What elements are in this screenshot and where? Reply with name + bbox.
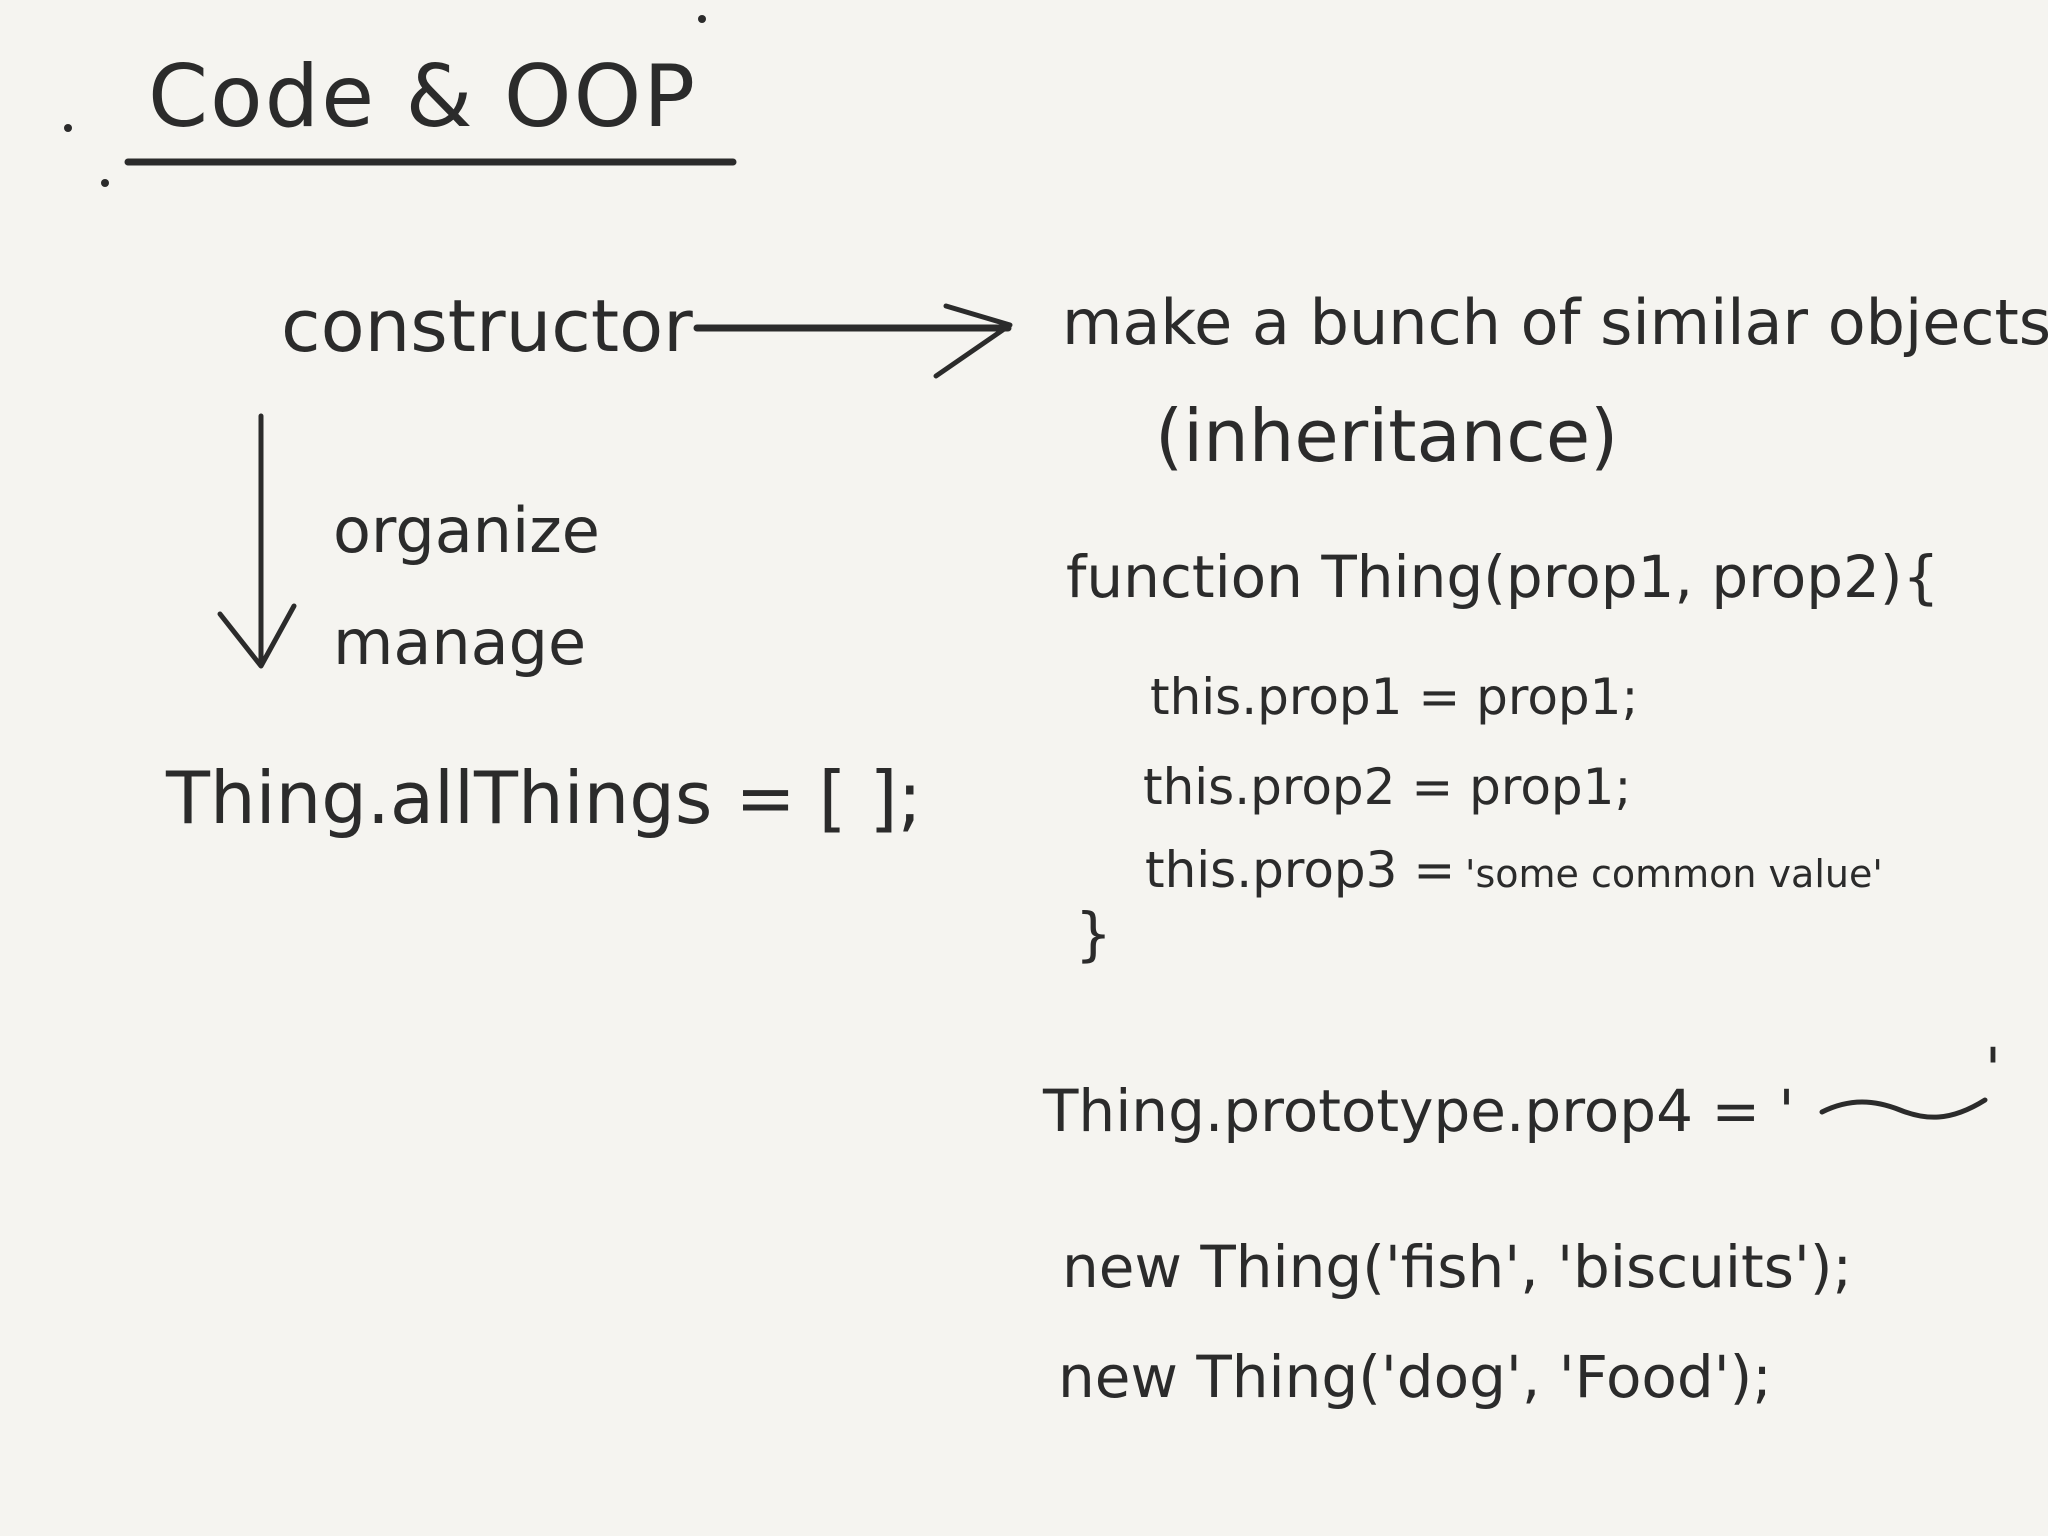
right-arrow-head [933,303,1013,379]
page-title: Code & OOP [148,47,698,147]
manage-label: manage [333,606,587,679]
constructor-label: constructor [281,284,693,368]
closing-brace: } [1075,900,1112,968]
prototype-statement: Thing.prototype.prop4 = ' [1043,1077,1795,1145]
function-declaration: function Thing(prop1, prop2){ [1066,543,1940,611]
new-thing-statement-2: new Thing('dog', 'Food'); [1058,1343,1772,1411]
make-objects-label: make a bunch of similar objects [1062,286,2048,359]
inheritance-label: (inheritance) [1155,394,1619,478]
prototype-closing-quote: ' [1985,1035,2001,1103]
ink-dot [64,124,72,132]
all-things-statement: Thing.allThings = [ ]; [166,756,922,840]
constructor-body-line-1: this.prop1 = prop1; [1150,668,1639,726]
common-value-string: 'some common value' [1465,852,1883,896]
new-thing-statement-1: new Thing('fish', 'biscuits'); [1062,1233,1853,1301]
constructor-body-line-3: this.prop3 = [1145,841,1456,899]
tilde-squiggle [1819,1097,1988,1120]
organize-label: organize [333,494,600,567]
constructor-body-line-2: this.prop2 = prop1; [1143,758,1632,816]
ink-dot [698,15,706,23]
down-arrow-head [217,603,297,669]
ink-dot [101,179,109,187]
